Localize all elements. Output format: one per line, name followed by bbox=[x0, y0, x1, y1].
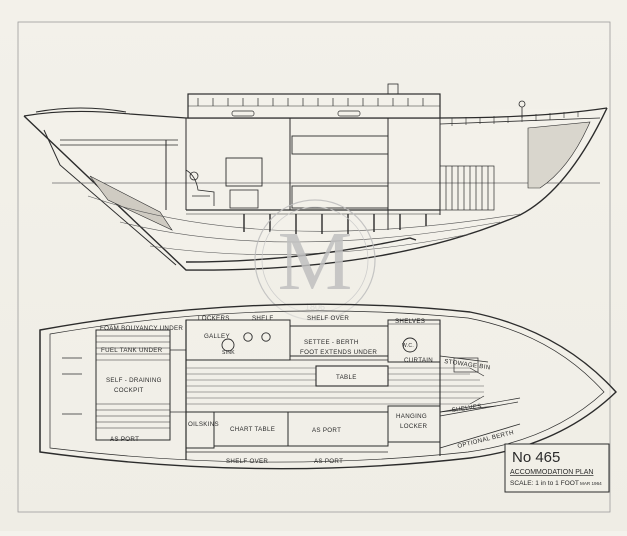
drawing-title: ACCOMMODATION PLAN bbox=[510, 469, 594, 476]
watermark-letter: M bbox=[278, 215, 353, 308]
drawing-number: No 465 bbox=[512, 449, 560, 466]
title-block-frame bbox=[504, 443, 610, 493]
label-sink: SINK bbox=[222, 350, 235, 356]
coachroof-posts bbox=[197, 98, 424, 106]
label-settee-berth: SETTEE - BERTH bbox=[304, 339, 359, 346]
label-hanging: HANGING bbox=[396, 413, 427, 420]
label-as-port-mid: AS PORT bbox=[312, 427, 341, 434]
profile-hull bbox=[23, 107, 608, 271]
cockpit-well bbox=[95, 329, 171, 441]
label-locker: LOCKER bbox=[400, 423, 427, 430]
label-foam-buoyancy: FOAM BOUYANCY UNDER bbox=[100, 325, 183, 332]
label-fuel-tank: FUEL TANK UNDER bbox=[101, 347, 163, 354]
label-shelf-over-top: SHELF OVER bbox=[307, 315, 349, 322]
profile-view bbox=[23, 83, 608, 271]
label-self-draining: SELF - DRAINING bbox=[106, 377, 162, 384]
sheet-border bbox=[17, 21, 611, 513]
profile-keel bbox=[185, 237, 417, 263]
label-shelf: SHELF bbox=[252, 315, 273, 322]
label-cockpit: COCKPIT bbox=[114, 387, 144, 394]
stove-burner-2 bbox=[261, 332, 271, 342]
plan-view bbox=[39, 303, 617, 470]
drawing-scale: SCALE: 1 in to 1 FOOT bbox=[510, 480, 579, 487]
label-as-port-bottom: AS PORT bbox=[314, 458, 343, 465]
plan-labels: LOCKERS SHELF SHELF OVER SHELVES FOAM BO… bbox=[100, 315, 515, 465]
label-shelves-mid: SHELVES bbox=[451, 403, 482, 414]
label-galley: GALLEY bbox=[204, 333, 230, 340]
label-table: TABLE bbox=[336, 374, 357, 381]
sink-symbol bbox=[221, 338, 235, 352]
label-wc: W.C. bbox=[402, 343, 414, 349]
saloon-table bbox=[315, 365, 389, 387]
label-oilskins: OILSKINS bbox=[188, 421, 219, 428]
vberth-slats bbox=[439, 165, 495, 211]
label-shelf-over-bottom: SHELF OVER bbox=[226, 458, 268, 465]
label-lockers: LOCKERS bbox=[198, 315, 230, 322]
label-foot-extends: FOOT EXTENDS UNDER bbox=[300, 349, 377, 356]
stove-burner-1 bbox=[243, 332, 253, 342]
oilskins-locker bbox=[185, 411, 215, 449]
label-chart-table: CHART TABLE bbox=[230, 426, 275, 433]
label-shelves-top: SHELVES bbox=[395, 318, 425, 325]
forepeak-stipple bbox=[527, 121, 591, 189]
label-curtain: CURTAIN bbox=[404, 357, 433, 364]
drawing-date: MAR 1964 bbox=[580, 481, 602, 486]
label-as-port-cockpit: AS PORT bbox=[110, 436, 139, 443]
title-block: No 465 ACCOMMODATION PLAN SCALE: 1 in to… bbox=[504, 443, 610, 493]
